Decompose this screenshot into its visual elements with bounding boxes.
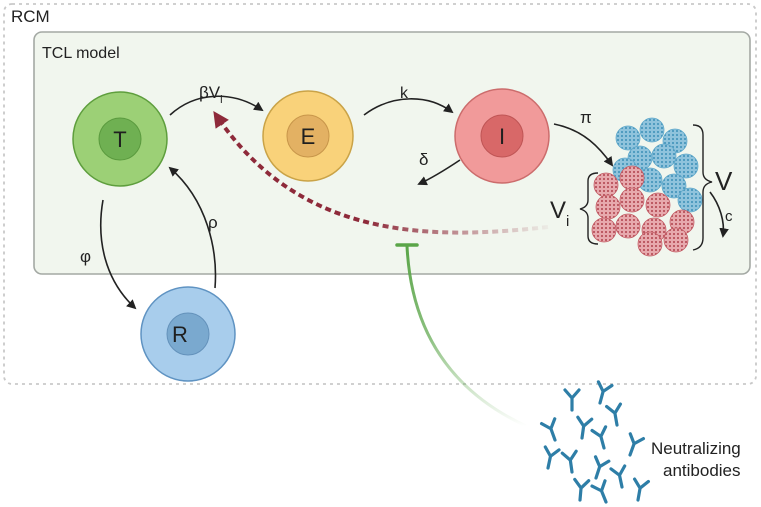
cell-r-letter: R bbox=[172, 322, 188, 347]
cell-e-letter: E bbox=[301, 124, 316, 149]
infection-arrow bbox=[169, 95, 264, 116]
death-rate-label: δ bbox=[419, 150, 428, 169]
rcm-label: RCM bbox=[11, 7, 50, 26]
reversion-rate-label: ρ bbox=[208, 213, 218, 232]
eclipse-rate-label: k bbox=[400, 85, 409, 102]
death-arrow bbox=[417, 159, 461, 186]
total-virus-brace bbox=[692, 124, 713, 251]
refractory-arrow bbox=[100, 199, 137, 310]
antibodies-label-line2: antibodies bbox=[663, 461, 741, 480]
infectious-virus-brace bbox=[579, 172, 599, 245]
infected-cell-i: I bbox=[454, 88, 550, 184]
refractory-cell-r: R bbox=[140, 286, 236, 382]
target-cell-t: T bbox=[72, 91, 168, 187]
production-rate-label: π bbox=[580, 108, 592, 127]
eclipse-cell-e: E bbox=[262, 90, 354, 182]
rcm-box bbox=[3, 3, 757, 385]
antibodies-cluster bbox=[539, 380, 650, 507]
clearance-arrow bbox=[709, 191, 729, 238]
infection-rate-label: βVi bbox=[199, 83, 223, 106]
refractory-rate-label: φ bbox=[80, 247, 91, 266]
clearance-rate-label: c bbox=[725, 208, 733, 225]
antibodies-label-line1: Neutralizing bbox=[651, 439, 741, 458]
eclipse-arrow bbox=[363, 98, 454, 116]
tcl-model-box bbox=[33, 31, 751, 275]
production-arrow bbox=[553, 123, 614, 167]
infectious-virus-dashed-arrow bbox=[213, 111, 549, 235]
infectious-virus-label: Vi bbox=[550, 197, 569, 230]
total-virus-label: V bbox=[715, 166, 733, 196]
tcl-model-label: TCL model bbox=[42, 45, 120, 62]
antibody-inhibition-line bbox=[405, 245, 527, 428]
cell-i-letter: I bbox=[499, 124, 505, 149]
cell-t-letter: T bbox=[113, 127, 126, 152]
reversion-arrow bbox=[168, 166, 217, 289]
